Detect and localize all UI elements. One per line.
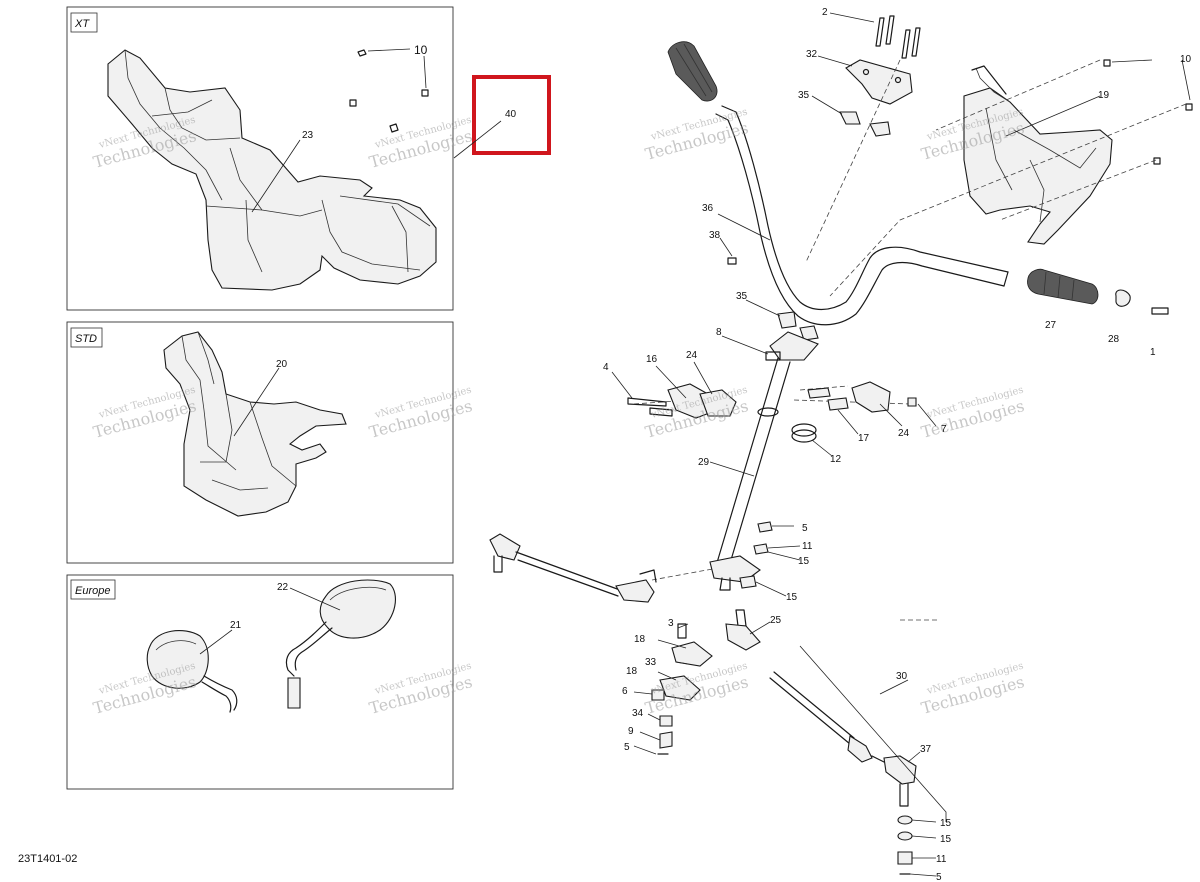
clamp-assembly-left [611,361,737,419]
callout-35-lower: 35 [736,291,748,302]
xt-hand-guard [107,49,437,291]
xt-screw-10 [349,48,429,133]
callout-30: 30 [896,671,908,682]
callout-11-lower: 11 [936,854,947,865]
left-grip [667,41,718,102]
callout-29: 29 [698,457,710,468]
callout-7: 7 [941,424,947,435]
bolt-1 [1151,307,1169,315]
callout-3: 3 [668,618,674,629]
callout-5-upper: 5 [802,523,808,534]
callout-40: 40 [505,109,517,120]
callout-10-xt: 10 [414,43,428,57]
callout-24-left: 24 [686,350,698,361]
bolts-2 [829,12,921,59]
callout-37: 37 [920,744,932,755]
callout-6: 6 [622,686,628,697]
callout-8: 8 [716,327,722,338]
o-rings-12 [791,423,833,457]
callout-23: 23 [302,130,314,141]
clamp-assembly-right [807,381,937,435]
callout-28: 28 [1108,334,1120,345]
lower-right-hardware [897,815,937,877]
tie-rod-30 [769,645,947,822]
callout-2: 2 [822,7,828,18]
callout-1: 1 [1150,347,1156,358]
steering-column [709,331,819,591]
callout-9: 9 [628,726,634,737]
tie-rod-left [489,533,657,603]
callout-34: 34 [632,708,644,719]
callout-22: 22 [277,582,289,593]
callout-labels: 2 32 35 10 19 36 38 35 27 28 1 8 16 24 4… [603,7,1192,882]
callout-12: 12 [830,454,842,465]
callout-33: 33 [645,657,657,668]
callout-5-bottom: 5 [936,872,942,882]
callout-36: 36 [702,203,714,214]
std-variant-box: STD [66,321,454,564]
callout-5-lower: 5 [624,742,630,753]
screw-10-right [1185,103,1193,111]
callout-16: 16 [646,354,658,365]
callout-15-upper: 15 [798,556,810,567]
xt-variant-box: XT [66,6,454,311]
right-hand-guard [963,65,1113,245]
europe-variant-tag: Europe [75,585,110,597]
callout-11-upper: 11 [802,541,813,552]
std-hand-guard [163,331,347,517]
right-grip [1027,268,1099,305]
callout-24-right: 24 [898,428,910,439]
clamp-35-upper [811,95,891,137]
bar-end-28 [1115,289,1131,307]
handlebar [715,105,1009,326]
std-variant-tag: STD [75,333,97,345]
callout-18-lower: 18 [626,666,638,677]
callout-38: 38 [709,230,721,241]
screw-38 [727,257,737,265]
callout-17: 17 [858,433,870,444]
callout-27: 27 [1045,320,1057,331]
callout-25: 25 [770,615,782,626]
callout-35-upper: 35 [798,90,810,101]
callout-15-mid: 15 [786,592,798,603]
europe-variant-box: Europe [66,574,454,790]
callout-15-lower-a: 15 [940,818,952,829]
callout-19: 19 [1098,90,1110,101]
highlight-callout-40 [472,75,551,155]
callout-20: 20 [276,359,288,370]
callout-10-right: 10 [1180,54,1192,65]
lower-steering-parts [633,521,801,755]
drawing-reference: 23T1401-02 [18,853,77,865]
xt-variant-tag: XT [74,18,90,30]
callout-32: 32 [806,49,818,60]
mirror-22 [285,579,396,709]
clamp-32 [817,55,913,105]
callout-18-upper: 18 [634,634,646,645]
clamp-35-lower [745,299,819,341]
callout-21: 21 [230,620,242,631]
bolt-8 [765,351,781,361]
callout-4: 4 [603,362,609,373]
callout-15-lower-b: 15 [940,834,952,845]
mirror-21 [146,629,238,713]
